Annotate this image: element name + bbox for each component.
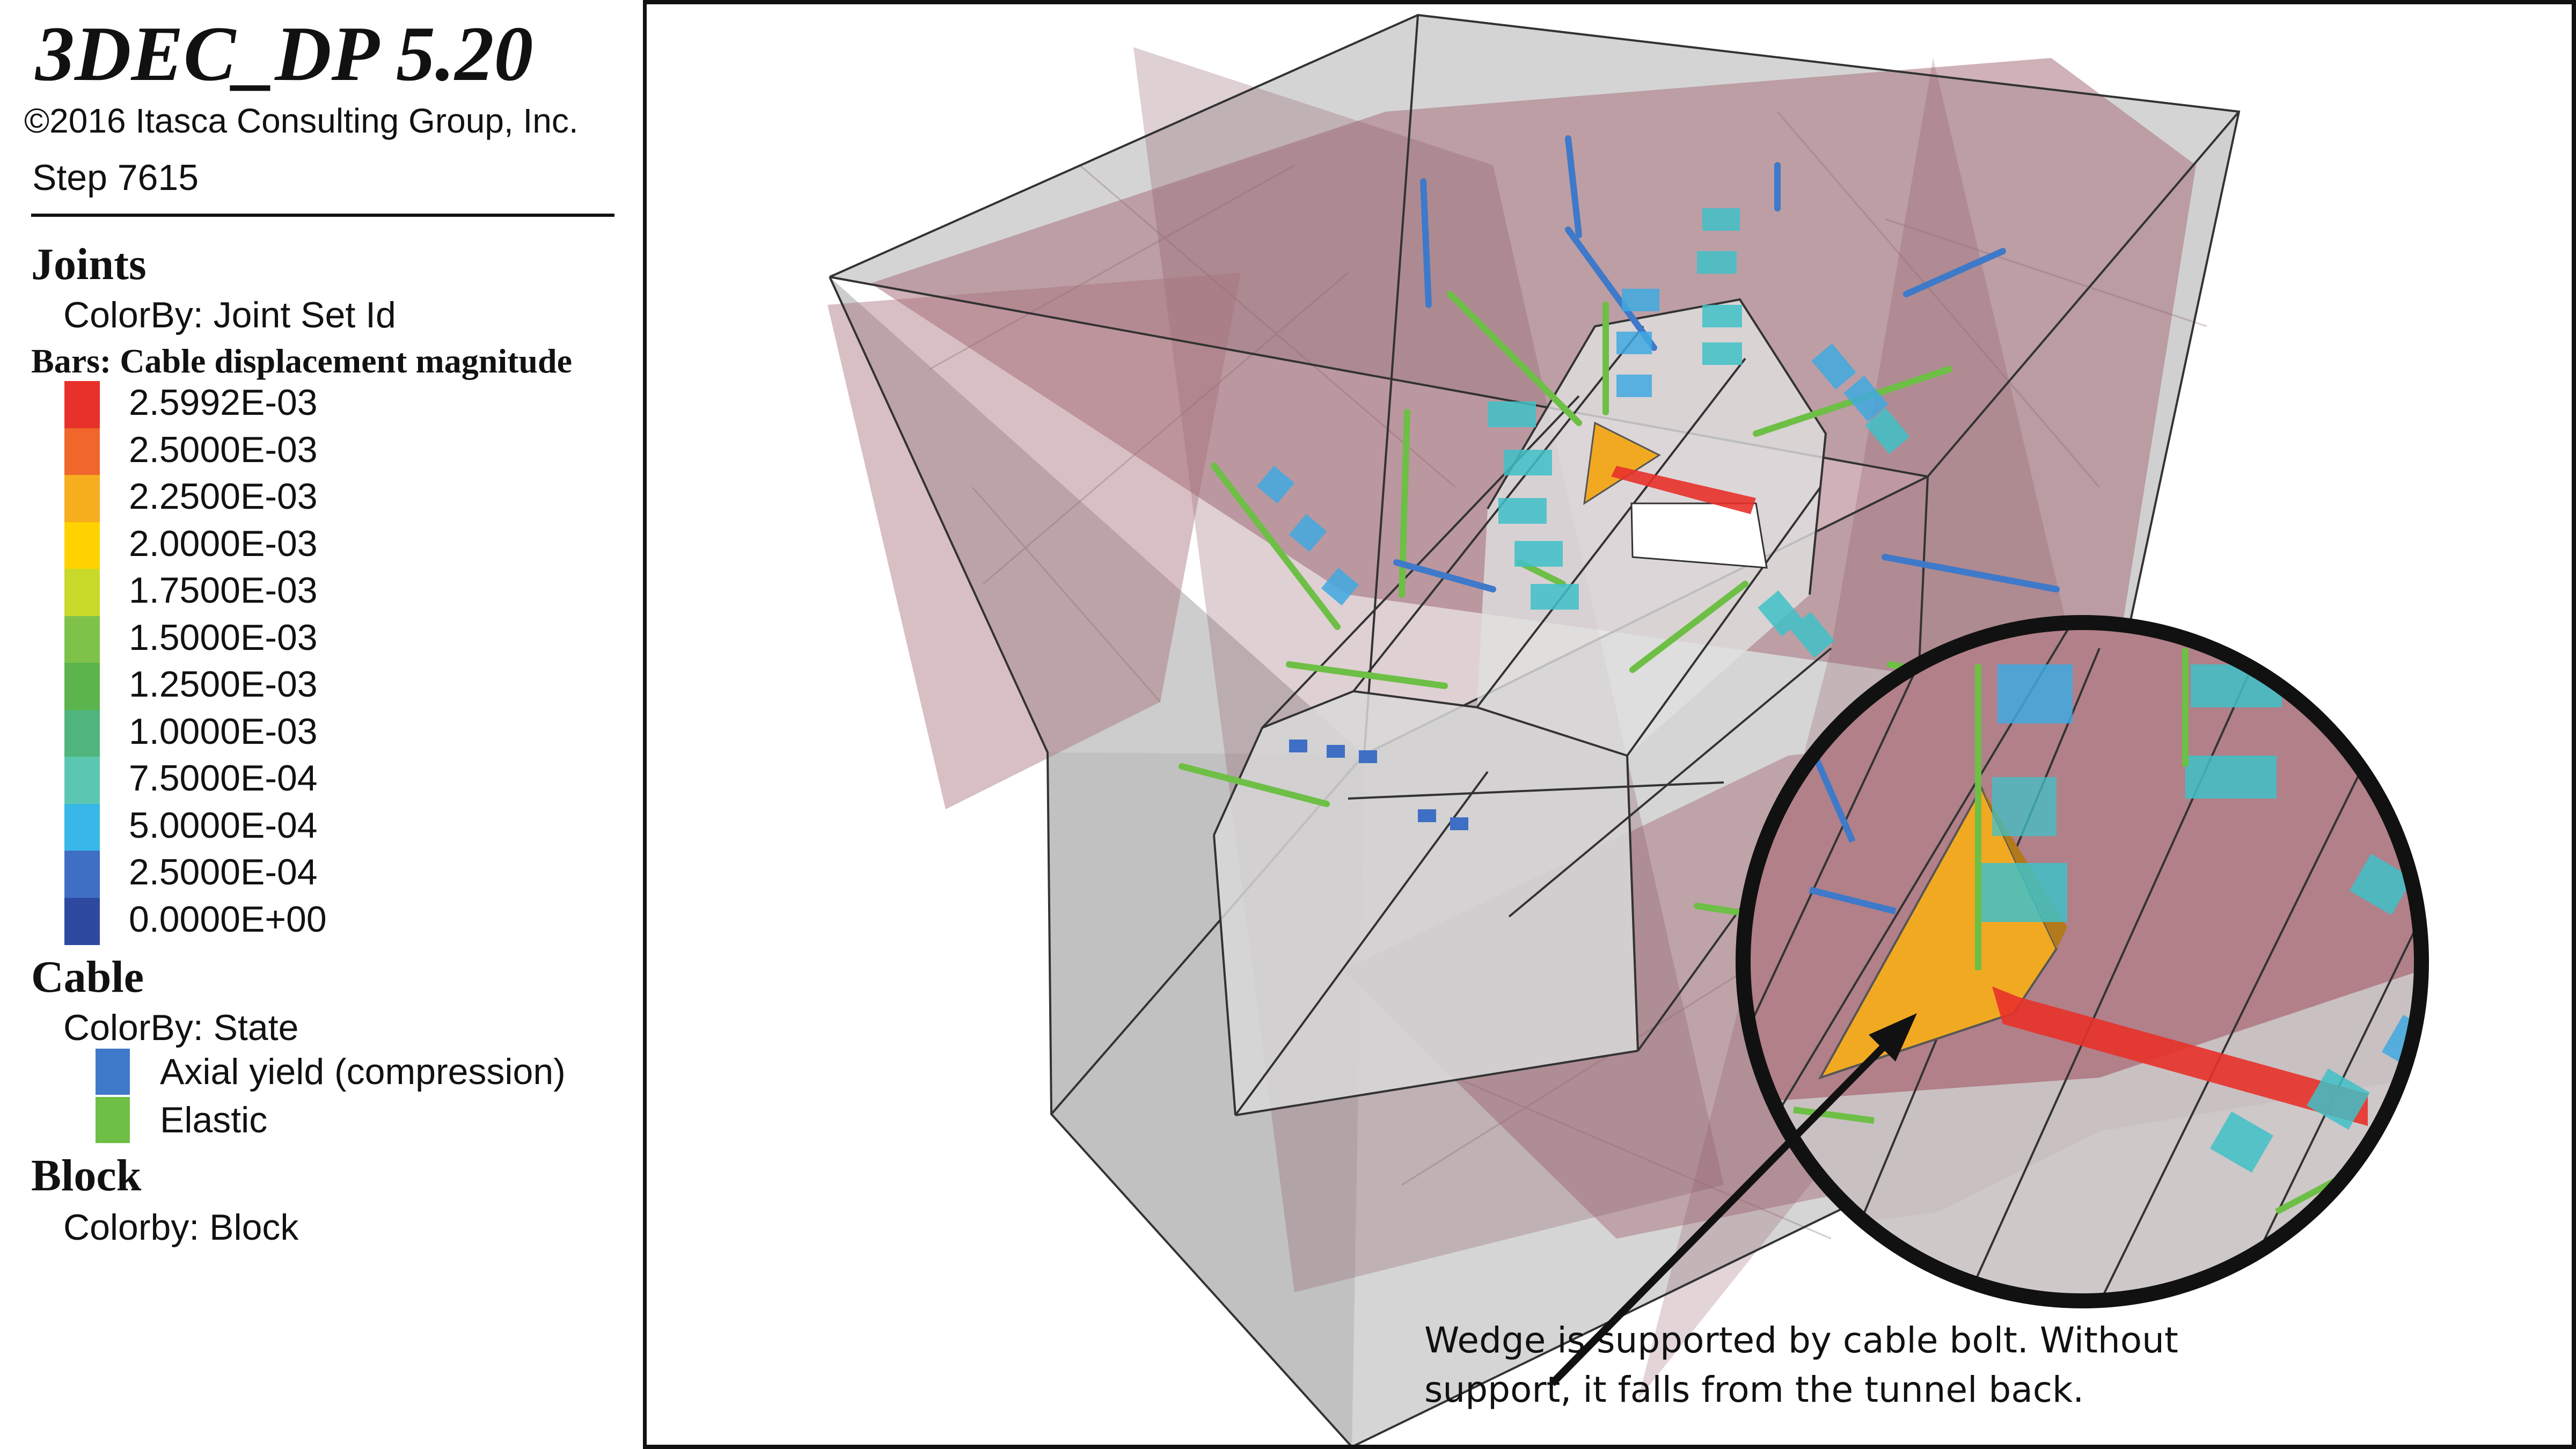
scale-label: 2.0000E-03: [129, 523, 318, 564]
scale-swatch: [64, 475, 100, 522]
scale-row: 7.5000E-04: [64, 757, 494, 804]
annotation-arrow: [1549, 1013, 1917, 1386]
legend-divider: [31, 214, 614, 217]
state-label: Axial yield (compression): [160, 1051, 566, 1092]
legend-panel: 3DEC_DP 5.20 ©2016 Itasca Consulting Gro…: [0, 0, 647, 1449]
scale-swatch: [64, 522, 100, 569]
scale-label: 2.2500E-03: [129, 476, 318, 517]
wedge-bar: [1611, 466, 1756, 514]
scale-swatch: [64, 381, 100, 428]
block-colorby: Colorby: Block: [63, 1207, 299, 1248]
model-viewport[interactable]: Wedge is supported by cable bolt. Withou…: [650, 4, 2572, 1445]
scale-row: 2.5000E-04: [64, 851, 494, 898]
joints-heading: Joints: [31, 239, 147, 289]
model-render: [828, 13, 2429, 1445]
cable-colorby: ColorBy: State: [63, 1007, 299, 1048]
scale-label: 2.5992E-03: [129, 382, 318, 423]
scale-row: 1.7500E-03: [64, 569, 494, 616]
annotation-line-2: support, it falls from the tunnel back.: [1424, 1369, 2084, 1410]
state-label: Elastic: [160, 1100, 268, 1140]
scale-label: 2.5000E-03: [129, 429, 318, 470]
scale-swatch: [64, 897, 100, 945]
scale-row: 5.0000E-04: [64, 803, 494, 851]
block-heading: Block: [31, 1151, 142, 1201]
bars-heading: Bars: Cable displacement magnitude: [31, 342, 572, 380]
displacement-bars: [1256, 208, 1910, 830]
scale-swatch: [64, 757, 100, 804]
scale-label: 1.0000E-03: [129, 711, 318, 752]
step-counter: Step 7615: [32, 157, 199, 198]
scale-row: 2.2500E-03: [64, 475, 494, 522]
zoom-inset: [1736, 615, 2429, 1308]
scale-row: 1.5000E-03: [64, 616, 494, 663]
scale-swatch: [64, 428, 100, 475]
scale-swatch: [64, 851, 100, 898]
scale-row: 2.0000E-03: [64, 522, 494, 569]
scale-row: 1.2500E-03: [64, 663, 494, 710]
scale-row: 0.0000E+00: [64, 897, 494, 945]
scale-label: 0.0000E+00: [129, 898, 327, 940]
scale-row: 2.5992E-03: [64, 381, 494, 428]
copyright-text: ©2016 Itasca Consulting Group, Inc.: [24, 101, 579, 140]
scale-row: 2.5000E-03: [64, 428, 494, 475]
tunnel: [1213, 298, 1832, 1116]
scale-label: 1.5000E-03: [129, 617, 318, 658]
scale-label: 1.7500E-03: [129, 570, 318, 611]
cable-heading: Cable: [31, 952, 144, 1002]
scale-label: 7.5000E-04: [129, 758, 318, 799]
annotation-text: Wedge is supported by cable bolt. Withou…: [1424, 1316, 2283, 1415]
state-swatch: [96, 1049, 130, 1095]
state-swatch: [96, 1097, 130, 1143]
scale-label: 2.5000E-04: [129, 852, 318, 892]
app-title: 3DEC_DP 5.20: [35, 10, 533, 97]
scale-swatch: [64, 663, 100, 710]
scale-label: 5.0000E-04: [129, 804, 318, 846]
scale-label: 1.2500E-03: [129, 664, 318, 705]
scale-row: 1.0000E-03: [64, 709, 494, 757]
scale-swatch: [64, 616, 100, 663]
joint-plane-5: [828, 273, 1241, 809]
joints-colorby: ColorBy: Joint Set Id: [63, 295, 396, 335]
displacement-color-scale: 2.5992E-03 2.5000E-03 2.2500E-03 2.0000E…: [64, 381, 494, 945]
scale-swatch: [64, 803, 100, 851]
annotation-line-1: Wedge is supported by cable bolt. Withou…: [1424, 1320, 2178, 1361]
scale-swatch: [64, 569, 100, 616]
scale-swatch: [64, 709, 100, 757]
